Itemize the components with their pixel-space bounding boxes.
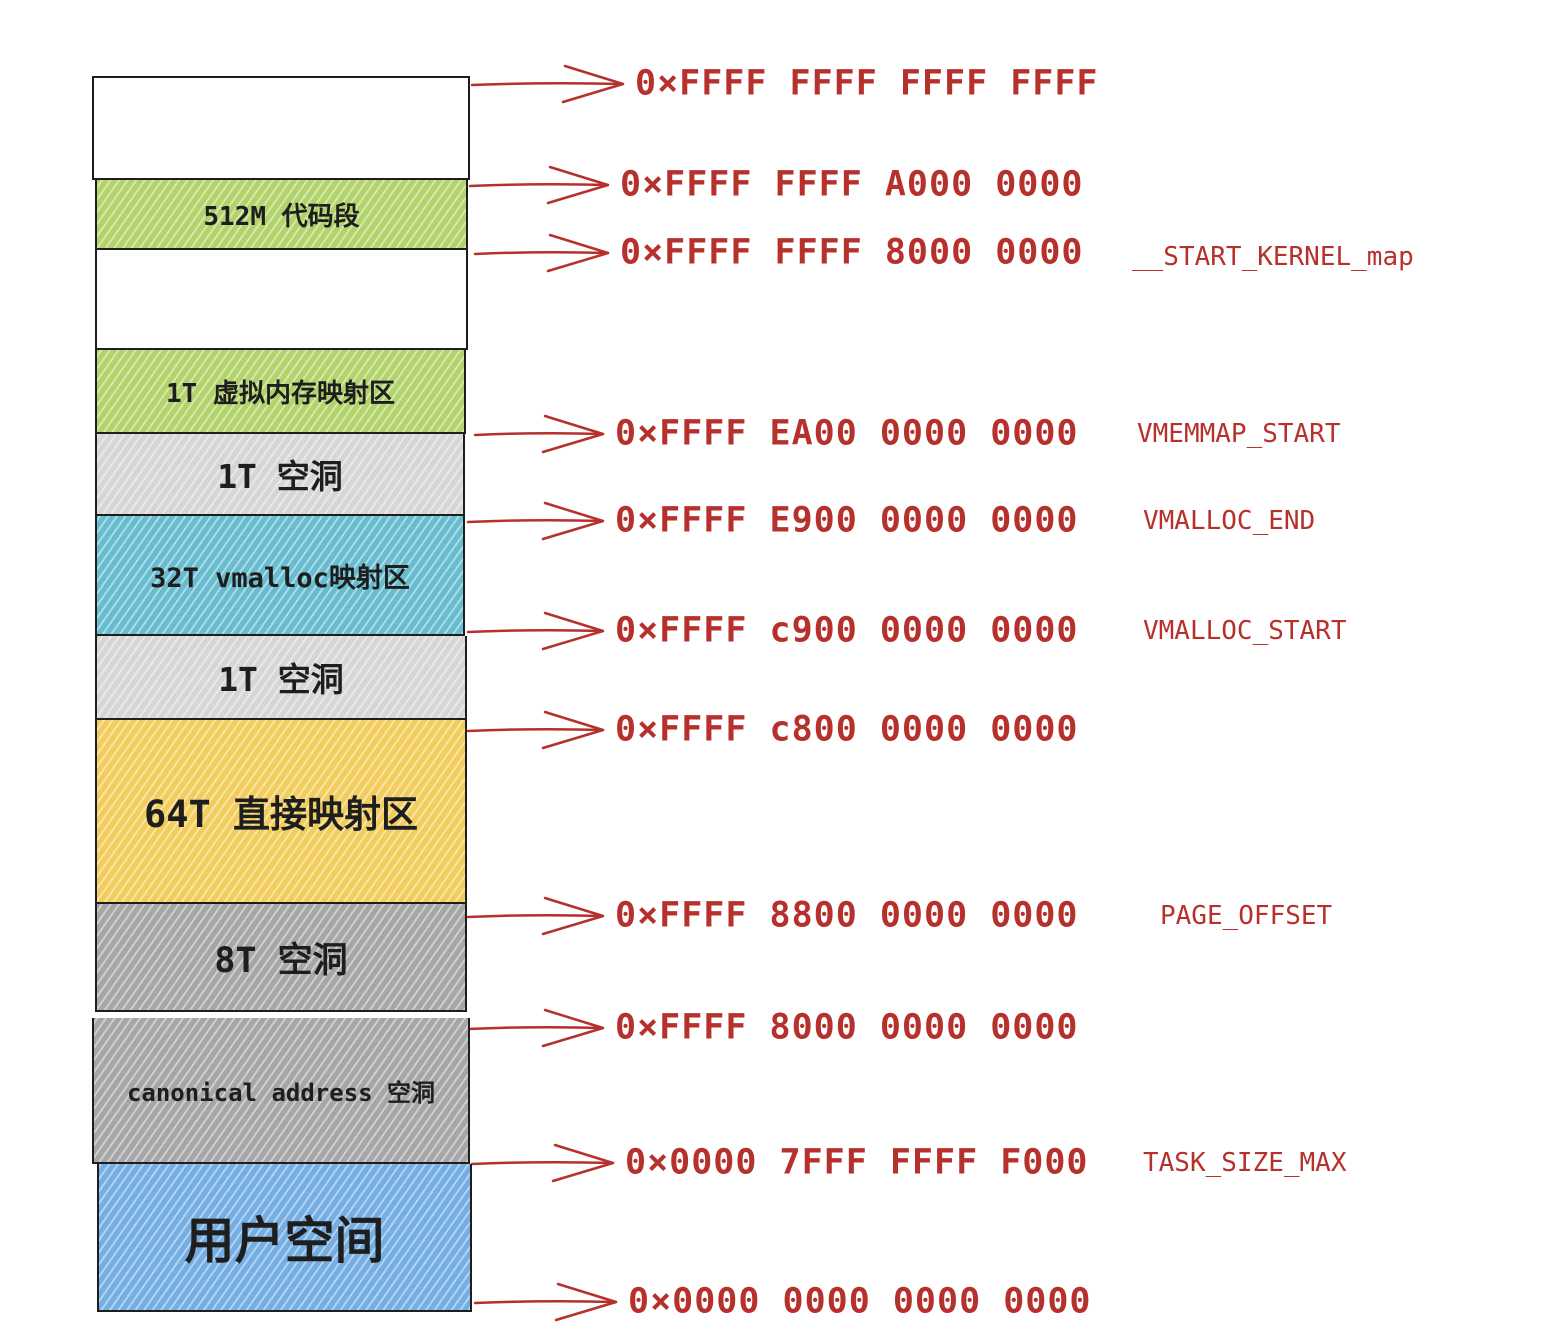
segment-top-gap (92, 76, 470, 180)
segment-hole-2: 1T 空洞 (95, 636, 467, 720)
arrow-1 (468, 165, 610, 205)
address-label: 0×FFFF 8000 0000 0000 (615, 1007, 1079, 1048)
segment-vmalloc: 32T vmalloc映射区 (95, 516, 465, 636)
segment-label: 1T 空洞 (217, 457, 343, 496)
address-label: 0×FFFF EA00 0000 0000 (615, 413, 1079, 454)
arrow-7 (466, 896, 605, 936)
address-symbol: VMALLOC_START (1143, 616, 1347, 646)
address-symbol: PAGE_OFFSET (1160, 901, 1333, 931)
segment-label: canonical address 空洞 (126, 1078, 436, 1107)
segment-label: 512M 代码段 (203, 201, 360, 232)
arrow-6 (466, 710, 605, 750)
segment-label: 1T 空洞 (218, 660, 344, 699)
address-label: 0×FFFF c900 0000 0000 (615, 610, 1079, 651)
arrow-4 (466, 501, 605, 541)
arrow-3 (473, 414, 605, 454)
arrow-0 (470, 64, 625, 104)
segment-user-space: 用户空间 (97, 1164, 472, 1312)
address-symbol: TASK_SIZE_MAX (1143, 1148, 1347, 1178)
address-label: 0×FFFF FFFF A000 0000 (620, 164, 1084, 205)
address-symbol: VMALLOC_END (1143, 506, 1316, 536)
segment-label: 用户空间 (184, 1212, 385, 1270)
segment-kernel-text: 512M 代码段 (95, 180, 468, 250)
segment-mid-gap (95, 250, 468, 350)
segment-label: 1T 虚拟内存映射区 (166, 378, 395, 409)
arrow-2 (473, 233, 610, 273)
arrow-5 (466, 611, 605, 651)
segment-vmemmap: 1T 虚拟内存映射区 (95, 350, 466, 434)
address-label: 0×FFFF FFFF 8000 0000 (620, 232, 1084, 273)
address-label: 0×0000 7FFF FFFF F000 (625, 1142, 1089, 1183)
segment-canonical: canonical address 空洞 (92, 1018, 470, 1164)
arrow-9 (470, 1143, 615, 1183)
segment-label: 8T 空洞 (214, 940, 348, 981)
address-label: 0×0000 0000 0000 0000 (628, 1281, 1092, 1322)
arrow-8 (466, 1008, 605, 1048)
address-label: 0×FFFF FFFF FFFF FFFF (635, 63, 1099, 104)
address-symbol: VMEMMAP_START (1137, 419, 1341, 449)
segment-label: 32T vmalloc映射区 (150, 562, 410, 594)
segment-direct-map: 64T 直接映射区 (95, 720, 467, 904)
arrow-10 (473, 1282, 618, 1322)
address-label: 0×FFFF 8800 0000 0000 (615, 895, 1079, 936)
segment-hole-1: 1T 空洞 (95, 434, 465, 516)
segment-label: 64T 直接映射区 (143, 793, 419, 836)
segment-hole-8t: 8T 空洞 (95, 904, 467, 1012)
address-label: 0×FFFF E900 0000 0000 (615, 500, 1079, 541)
address-symbol: __START_KERNEL_map (1132, 242, 1414, 272)
address-label: 0×FFFF c800 0000 0000 (615, 709, 1079, 750)
